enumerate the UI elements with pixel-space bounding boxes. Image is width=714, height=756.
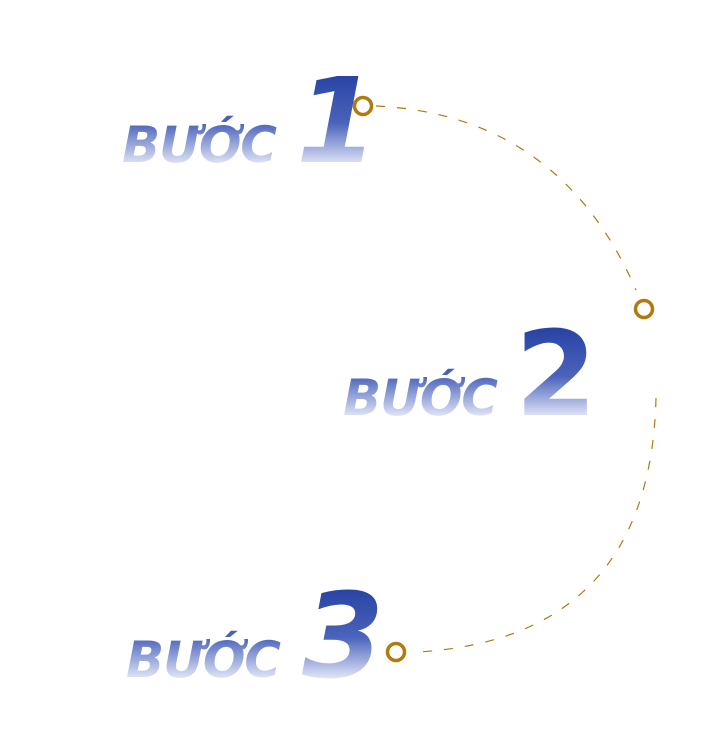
step-2-number: 2 (515, 305, 597, 443)
step-2-word: BƯỚC (343, 368, 498, 427)
step-3-number: 3 (302, 567, 384, 705)
connector-arc-1-2 (375, 105, 637, 291)
step-1-marker-icon (352, 95, 374, 117)
step-1-number: 1 (296, 52, 378, 190)
step-2-marker-icon (633, 298, 655, 320)
step-3-word: BƯỚC (126, 630, 281, 689)
step-3-marker-icon (385, 641, 407, 663)
step-1-word: BƯỚC (122, 115, 277, 174)
